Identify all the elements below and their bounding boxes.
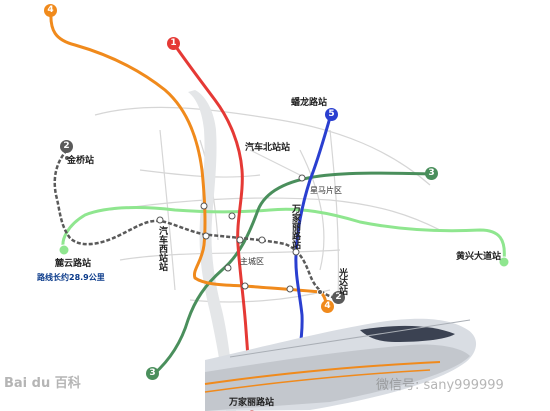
- line-4-badge-south: 4: [321, 300, 334, 313]
- baidu-watermark: Bai du 百科: [4, 376, 81, 391]
- wechat-watermark: 微信号: sany999999: [376, 378, 504, 393]
- line-4-badge: 4: [44, 4, 57, 17]
- line-6-track: [61, 206, 506, 261]
- terminal-nodes: [58, 155, 510, 295]
- line-2-badge-east: 2: [332, 291, 345, 304]
- line-3-badge-east: 3: [425, 167, 438, 180]
- station-qichebei: 汽车北站站: [245, 143, 291, 153]
- line-3-badge-south: 3: [146, 367, 159, 380]
- station-wanjiali-south: 万家丽路站: [229, 398, 275, 408]
- station-huangxingdadao: 黄兴大道站: [456, 252, 502, 262]
- line-1-track: [172, 43, 254, 411]
- train-illustration: [204, 318, 477, 411]
- station-qichexi: 汽车西站站: [157, 226, 167, 271]
- station-jinqiao: 金桥站: [67, 156, 95, 166]
- station-luyunlu: 麓云路站: [55, 259, 92, 269]
- line-2-track: [53, 149, 336, 300]
- station-guangda: 光达站: [337, 268, 347, 295]
- area-zhucheng: 主城区: [240, 257, 264, 266]
- line-3-track: [153, 171, 433, 376]
- transfer-nodes: [156, 174, 306, 293]
- route-length-note: 路线长约28.9公里: [37, 273, 105, 282]
- line-2-badge-west: 2: [60, 140, 73, 153]
- station-wanjiali-north: 万家丽路站: [290, 204, 300, 249]
- line-1-badge: 1: [167, 37, 180, 50]
- area-xingma: 星马片区: [310, 186, 342, 195]
- city-roads: [94, 106, 441, 303]
- line-5-badge: 5: [325, 108, 338, 121]
- xiang-river: [188, 90, 236, 411]
- station-panlonglu: 蟠龙路站: [291, 98, 328, 108]
